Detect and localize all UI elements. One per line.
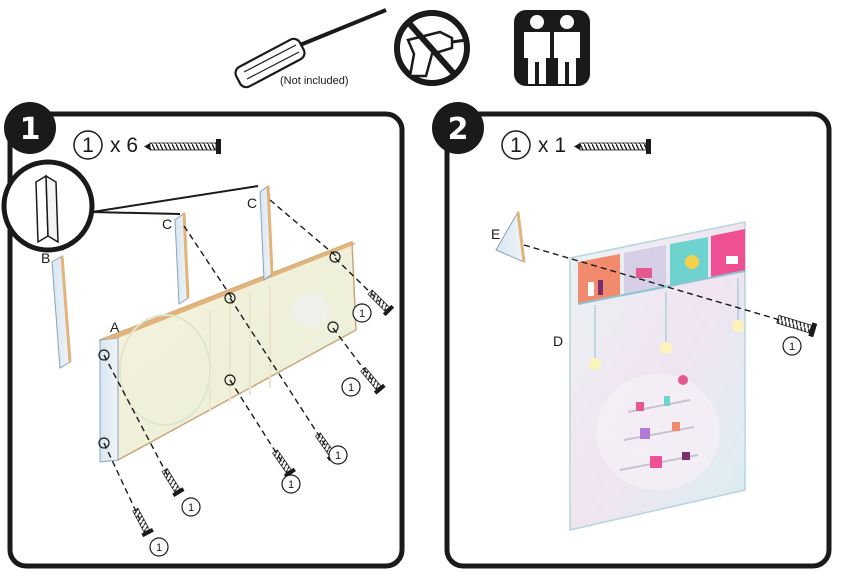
bracket-e (495, 210, 526, 263)
svg-text:1: 1 (188, 502, 194, 514)
svg-text:1: 1 (789, 341, 795, 353)
screw-icon (360, 366, 386, 395)
step2-quantity: x 1 (538, 134, 566, 157)
screw-callout: 1 (352, 303, 372, 323)
step1-part-ref: 1 (82, 134, 94, 157)
step1-number: 1 (20, 112, 41, 147)
svg-text:1: 1 (359, 308, 365, 320)
step2-badge: 2 (432, 102, 484, 154)
screw-icon (776, 314, 818, 338)
long-screw-icon (574, 139, 651, 154)
back-panel-d (569, 221, 746, 531)
wall-panel-a (99, 240, 357, 463)
screw-icon (161, 468, 185, 498)
screwdriver-icon (234, 8, 387, 89)
screw-callout: 1 (341, 377, 361, 397)
two-person-icon (514, 10, 590, 86)
step2-part-ref: 1 (510, 134, 522, 157)
label-b: B (41, 250, 50, 266)
step1-callouts: 1 1 1 1 1 1 (149, 303, 372, 557)
step1-screw-paths (103, 199, 381, 521)
step1-holes (98, 251, 341, 449)
step1-badge: 1 (4, 102, 56, 154)
screw-icon (367, 289, 395, 317)
long-screw-icon (144, 139, 221, 154)
step2-screw-path (523, 244, 781, 321)
step1-screws (132, 289, 395, 538)
screw-callout: 1 (281, 474, 301, 494)
label-d: D (553, 333, 563, 349)
screw-callout: 1 (328, 445, 348, 465)
label-a: A (110, 319, 120, 335)
svg-text:1: 1 (348, 382, 354, 394)
step2-panel (444, 111, 832, 569)
partition-c-middle (174, 212, 190, 305)
screwdriver-note: (Not included) (280, 75, 348, 87)
no-power-drill-icon (394, 10, 470, 86)
step1-parts-header: 1 x 6 (73, 130, 221, 160)
screw-icon (272, 449, 296, 478)
edge-detail-magnifier (1, 159, 259, 253)
label-c-middle: C (162, 216, 172, 232)
step1-quantity: x 6 (110, 134, 138, 157)
step1-panel (7, 111, 405, 569)
step2-callout: 1 (782, 336, 802, 356)
step2-number: 2 (448, 112, 469, 147)
screw-icon (132, 507, 154, 538)
screw-callout: 1 (181, 497, 201, 517)
label-e: E (491, 226, 500, 242)
svg-text:1: 1 (156, 542, 162, 554)
svg-text:1: 1 (288, 479, 294, 491)
step2-parts-header: 1 x 1 (501, 130, 651, 160)
side-panel-b (51, 255, 72, 369)
label-c-right: C (247, 195, 257, 211)
screw-callout: 1 (149, 537, 169, 557)
svg-text:1: 1 (335, 450, 341, 462)
partition-c-right (259, 185, 274, 281)
